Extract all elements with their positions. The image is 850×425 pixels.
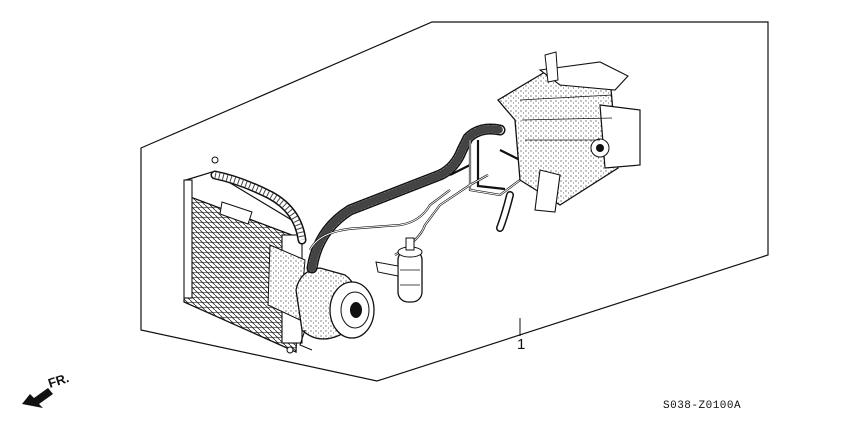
part-callout-number: 1: [517, 336, 526, 353]
diagram-reference-code: S038-Z0100A: [663, 400, 742, 412]
evaporator-unit: [496, 51, 641, 232]
receiver-dryer: [375, 237, 423, 303]
front-direction-arrow: [22, 388, 53, 408]
compressor: [295, 267, 375, 351]
refrigerant-pipes-inner: [309, 140, 521, 256]
refrigerant-pipes: [309, 140, 536, 256]
assembly-boundary: [140, 21, 769, 382]
suction-hose: [306, 123, 506, 274]
discharge-hose: [210, 170, 307, 245]
